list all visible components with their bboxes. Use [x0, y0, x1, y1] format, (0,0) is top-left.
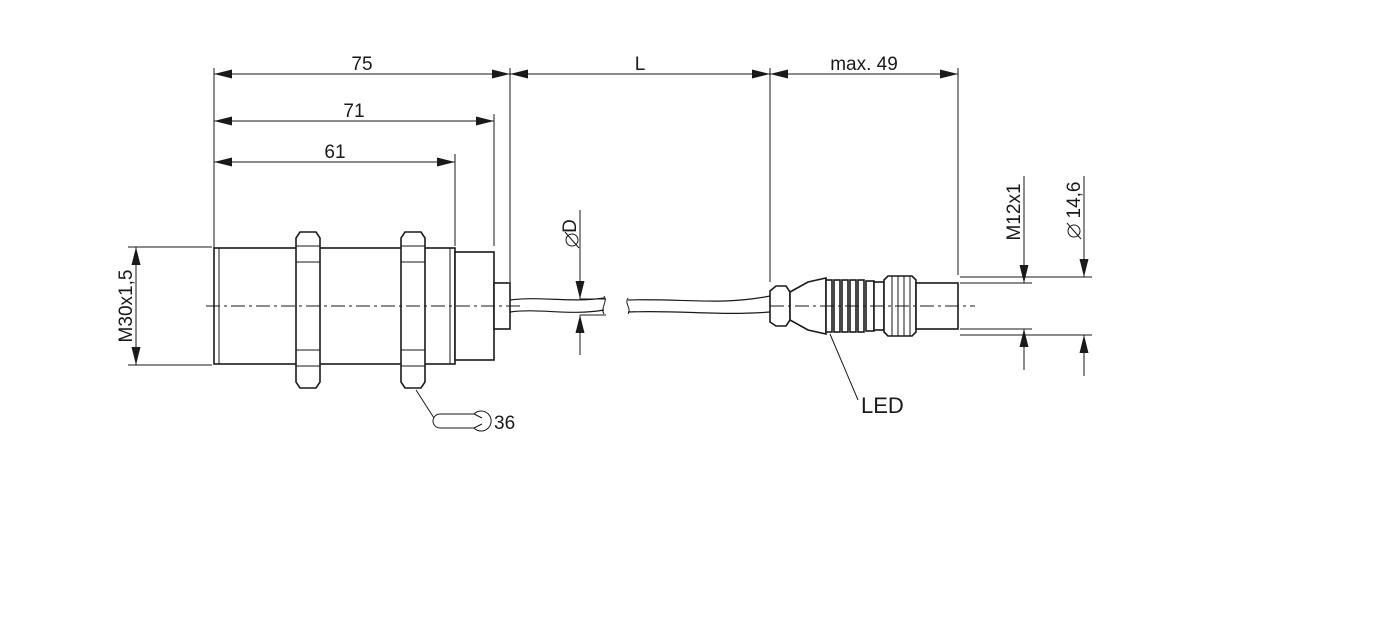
dimension-line-top: [214, 69, 958, 79]
dim-75: 75: [351, 54, 372, 75]
dim-connector-diameter: 14,6: [1064, 182, 1085, 219]
dim-housing-thread: M30x1,5: [116, 270, 137, 343]
extension-lines: [128, 68, 1092, 366]
dimension-line-71: [214, 116, 494, 126]
diameter-icon-14-6: [1066, 222, 1082, 240]
wrench-size: 36: [494, 413, 515, 434]
dim-connector-length: max. 49: [830, 54, 898, 75]
dim-cable-diameter: D: [560, 219, 581, 233]
wrench-icon: [415, 389, 492, 432]
sensor-housing: [213, 231, 511, 389]
dimension-line-61: [214, 157, 455, 167]
cable: [509, 295, 771, 315]
dimension-line-14-6: [1079, 176, 1089, 376]
dim-61: 61: [324, 142, 345, 163]
diameter-icon: [564, 231, 580, 249]
dim-cable-length: L: [635, 54, 646, 75]
dim-connector-thread: M12x1: [1004, 183, 1025, 240]
led-label: LED: [861, 393, 904, 418]
dimension-line-m30: [131, 247, 141, 365]
dim-71: 71: [343, 101, 364, 122]
dimension-line-m12: [960, 176, 1032, 370]
dimension-line-cable-d: [575, 210, 585, 355]
led-leader: [829, 333, 859, 401]
